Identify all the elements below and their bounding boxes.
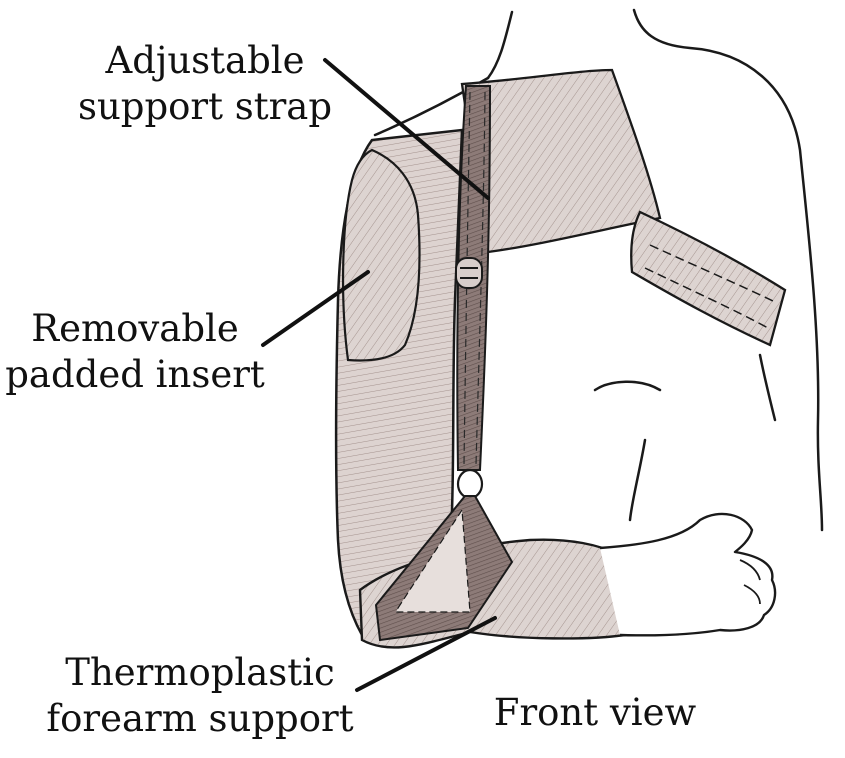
label-adjustable-support-strap: Adjustable support strap — [70, 38, 340, 130]
label-thermoplastic-forearm-support: Thermoplastic forearm support — [40, 650, 360, 742]
buckle-icon — [456, 258, 482, 288]
label-forearm-line2: forearm support — [40, 696, 360, 742]
strap-ring-icon — [458, 470, 482, 498]
label-insert-line2: padded insert — [0, 352, 270, 398]
label-strap-line2: support strap — [70, 84, 340, 130]
label-front-view: Front view — [480, 690, 710, 736]
padded-insert — [343, 150, 419, 360]
label-forearm-line1: Thermoplastic — [40, 650, 360, 696]
hand — [600, 514, 775, 635]
label-insert-line1: Removable — [0, 306, 270, 352]
label-strap-line1: Adjustable — [70, 38, 340, 84]
sling-shoulder-panel — [462, 70, 660, 252]
label-removable-padded-insert: Removable padded insert — [0, 306, 270, 398]
